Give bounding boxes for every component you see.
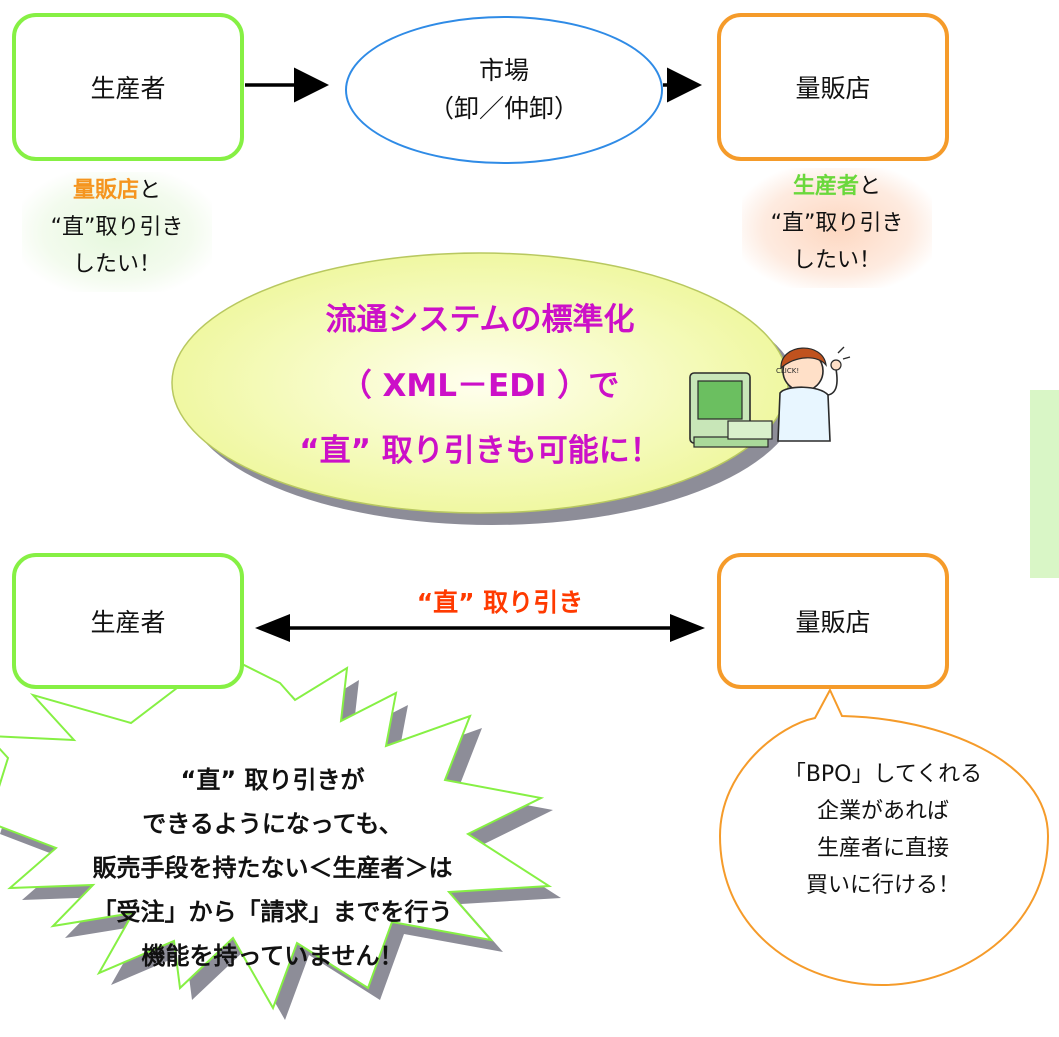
market-sublabel: （卸／仲卸） (428, 94, 579, 123)
retailer-box-top[interactable]: 量販店 (717, 13, 949, 161)
right-edge-panel (1030, 390, 1059, 578)
direct-trade-label: “直” 取り引き (416, 588, 584, 617)
burst-line1: “直” 取り引きが (180, 766, 365, 794)
direct-arrow-left-head (255, 614, 290, 642)
center-message: 流通システムの標準化 （ XML－EDI ）で “直” 取り引きも可能に！ (180, 282, 780, 482)
burst-message: “直” 取り引きが できるようになっても、 販売手段を持たない＜生産者＞は 「受… (10, 758, 535, 978)
note-right-line2: “直”取り引き (770, 211, 904, 236)
center-line2: （ XML－EDI ）で (340, 367, 620, 404)
producer-label-top: 生産者 (90, 74, 166, 103)
starburst-callout[interactable] (0, 662, 553, 1011)
retailer-box-bottom[interactable]: 量販店 (717, 553, 949, 689)
retailer-label-top: 量販店 (795, 74, 871, 103)
producer-wish-note: 量販店と “直”取り引き したい！ (22, 172, 212, 292)
bubble-line4: 買いに行ける！ (805, 873, 960, 898)
producer-box-bottom[interactable]: 生産者 (12, 553, 244, 689)
note-left-rest: と (139, 178, 162, 203)
center-line3: “直” 取り引きも可能に！ (299, 433, 661, 469)
direct-arrow-right-head (670, 614, 705, 642)
burst-line4: 「受注」から「請求」までを行う (92, 898, 453, 926)
burst-line2: できるようになっても、 (142, 810, 403, 838)
bubble-message: 「BPO」してくれる 企業があれば 生産者に直接 買いに行ける！ (718, 756, 1048, 904)
producer-label-bottom: 生産者 (90, 608, 166, 637)
retailer-wish-note: 生産者と “直”取り引き したい！ (742, 168, 932, 288)
note-right-rest: と (859, 174, 882, 199)
producer-box-top[interactable]: 生産者 (12, 13, 244, 161)
bubble-line2: 企業があれば (816, 799, 949, 824)
burst-line3: 販売手段を持たない＜生産者＞は (92, 854, 453, 882)
retailer-label-bottom: 量販店 (795, 608, 871, 637)
bubble-line1: 「BPO」してくれる (783, 762, 983, 787)
note-right-line3: したい！ (792, 248, 881, 273)
market-label: 市場 (478, 56, 529, 85)
speech-bubble[interactable] (718, 687, 1050, 987)
center-line1: 流通システムの標準化 (325, 302, 635, 338)
bubble-line3: 生産者に直接 (816, 836, 949, 861)
note-left-line2: “直”取り引き (50, 215, 184, 240)
market-ellipse[interactable]: 市場 （卸／仲卸） (345, 16, 663, 164)
person-at-computer-icon: CLICK! (689, 346, 851, 448)
svg-text:CLICK!: CLICK! (776, 367, 799, 375)
burst-line5: 機能を持っていません！ (141, 942, 404, 970)
note-left-line3: したい！ (72, 252, 161, 277)
note-left-highlight: 量販店 (72, 178, 139, 203)
note-right-highlight: 生産者 (792, 174, 859, 199)
